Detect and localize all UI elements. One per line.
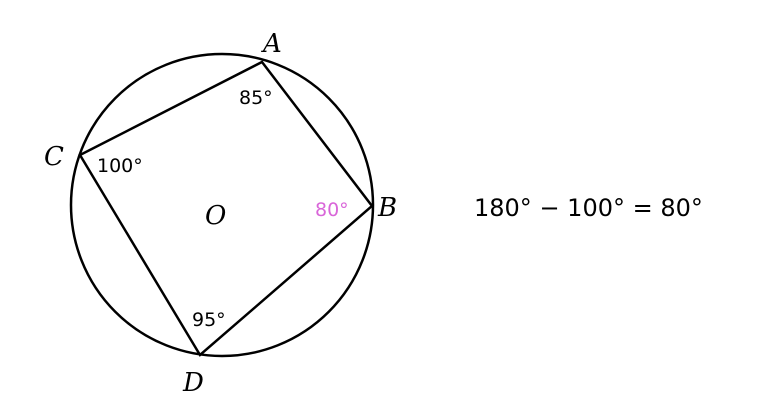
angle-label-c: 100° xyxy=(97,155,143,177)
angle-label-a: 85° xyxy=(239,87,273,109)
vertex-label-a: A xyxy=(261,29,282,59)
vertex-label-b: B xyxy=(377,193,397,223)
vertex-label-c: C xyxy=(44,142,64,172)
circumscribed-circle xyxy=(69,52,375,358)
quadrilateral-acbd xyxy=(78,60,374,357)
supplementary-angle-equation: 180° − 100° = 80° xyxy=(474,194,703,222)
center-label-o: O xyxy=(205,201,226,231)
angle-label-d: 95° xyxy=(192,309,226,331)
vertex-label-d: D xyxy=(182,368,204,398)
angle-label-b-highlighted: 80° xyxy=(315,199,349,221)
